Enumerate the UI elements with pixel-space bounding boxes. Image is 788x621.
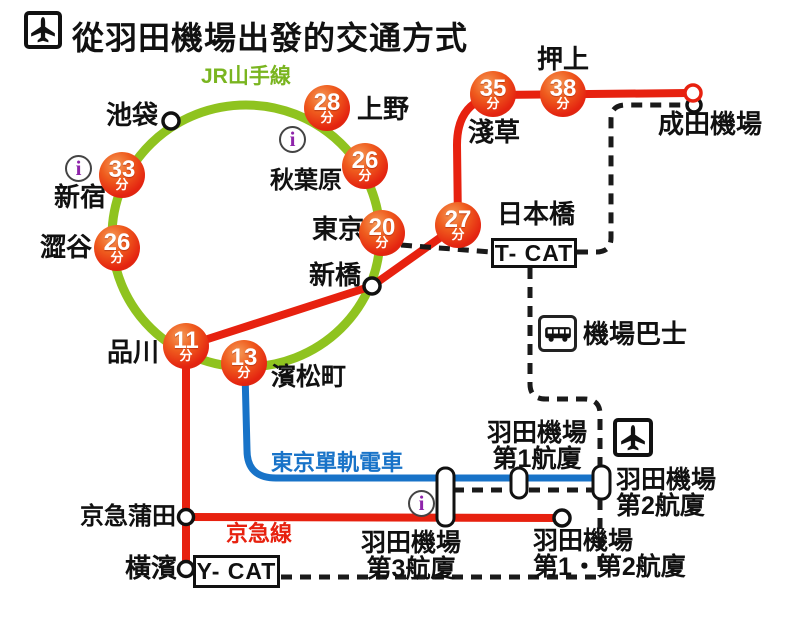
badge-min-suffix: 分 bbox=[486, 95, 500, 111]
terminal2-label: 羽田機場 第2航廈 bbox=[616, 467, 716, 519]
station-label-keikyu-kamata: 京急蒲田 bbox=[80, 503, 176, 530]
terminal2-capsule bbox=[591, 464, 612, 501]
station-label-narita: 成田機場 bbox=[658, 109, 763, 139]
monorail-line-label: 東京單軌電車 bbox=[271, 450, 404, 475]
time-badge-shinjuku: 33 分 bbox=[99, 152, 145, 198]
terminal1-2-line2: 第1・第2航廈 bbox=[533, 553, 686, 581]
badge-minutes: 20 bbox=[368, 213, 396, 241]
badge-min-suffix: 分 bbox=[320, 109, 334, 125]
airplane-icon bbox=[31, 17, 55, 43]
station-label-oshiage: 押上 bbox=[537, 44, 590, 74]
badge-minutes: 33 bbox=[108, 155, 136, 183]
monorail-line bbox=[241, 368, 605, 482]
info-icon-shinjuku: i bbox=[65, 155, 92, 182]
haneda-airplane-box bbox=[613, 418, 653, 457]
badge-min-suffix: 分 bbox=[556, 95, 570, 111]
ikebukuro-dot bbox=[161, 111, 181, 131]
terminal1-2-line1: 羽田機場 bbox=[533, 527, 634, 555]
time-badge-ueno: 28 分 bbox=[304, 85, 350, 131]
time-badge-nihombashi: 27 分 bbox=[435, 202, 481, 248]
badge-minutes: 28 bbox=[313, 88, 341, 116]
time-badge-shinagawa: 11 分 bbox=[163, 323, 209, 369]
station-label-ueno: 上野 bbox=[357, 94, 410, 124]
badge-min-suffix: 分 bbox=[451, 226, 465, 242]
airport-bus-icon-box bbox=[538, 315, 577, 352]
terminal3-label: 羽田機場 第3航廈 bbox=[321, 530, 501, 582]
badge-min-suffix: 分 bbox=[237, 364, 251, 380]
terminal3-line2: 第3航廈 bbox=[366, 555, 456, 583]
terminal-capsules bbox=[435, 464, 612, 528]
terminal1-2-label: 羽田機場 第1・第2航廈 bbox=[533, 528, 686, 580]
badge-minutes: 13 bbox=[230, 343, 258, 371]
badge-minutes: 27 bbox=[444, 205, 472, 233]
terminal3-capsule bbox=[435, 466, 456, 528]
keikyu-kamata-dot bbox=[176, 507, 196, 527]
badge-minutes: 11 bbox=[173, 326, 199, 354]
time-badge-asakusa: 35 分 bbox=[470, 71, 516, 117]
bus-route-tcat-haneda bbox=[527, 268, 603, 466]
badge-min-suffix: 分 bbox=[358, 167, 372, 183]
yamanote-line-label: JR山手線 bbox=[201, 65, 291, 88]
badge-min-suffix: 分 bbox=[110, 249, 124, 265]
station-label-hamamatsucho: 濱松町 bbox=[271, 363, 347, 391]
info-icon-akihabara: i bbox=[279, 126, 306, 153]
station-dots bbox=[161, 96, 703, 579]
ycat-box: Y- CAT bbox=[193, 555, 280, 588]
badge-min-suffix: 分 bbox=[115, 176, 129, 192]
bus-icon bbox=[544, 326, 571, 342]
shimbashi-dot bbox=[362, 276, 382, 296]
badge-minutes: 26 bbox=[103, 228, 131, 256]
info-icon-haneda: i bbox=[408, 490, 435, 517]
terminal2-line1: 羽田機場 bbox=[616, 466, 717, 494]
airport-bus-label: 機場巴士 bbox=[583, 319, 688, 349]
bus-route-tcat-narita bbox=[577, 102, 687, 255]
info-glyph: i bbox=[289, 127, 296, 151]
time-badge-tokyo: 20 分 bbox=[359, 210, 405, 256]
station-label-akihabara: 秋葉原 bbox=[270, 167, 342, 194]
station-label-asakusa: 淺草 bbox=[468, 117, 521, 147]
bus-routes bbox=[281, 102, 687, 580]
station-label-shimbashi: 新橋 bbox=[309, 260, 362, 290]
station-label-shibuya: 澀谷 bbox=[40, 232, 93, 262]
station-label-ikebukuro: 池袋 bbox=[106, 100, 159, 130]
station-label-nihombashi: 日本橋 bbox=[497, 199, 576, 229]
time-badge-hamamatsucho: 13 分 bbox=[221, 340, 267, 386]
badge-min-suffix: 分 bbox=[179, 347, 193, 363]
terminal1-line1: 羽田機場 bbox=[486, 419, 587, 447]
tcat-box: T- CAT bbox=[491, 238, 577, 268]
terminal3-line1: 羽田機場 bbox=[360, 529, 461, 557]
terminal1-line2: 第1航廈 bbox=[492, 445, 582, 473]
station-label-yokohama: 橫濱 bbox=[125, 553, 178, 583]
title-airplane-box bbox=[24, 11, 62, 49]
time-badge-akihabara: 26 分 bbox=[342, 143, 388, 189]
narita-rail-end-dot bbox=[683, 83, 703, 103]
terminal1-capsule bbox=[509, 466, 529, 500]
terminal1-label: 羽田機場 第1航廈 bbox=[447, 420, 627, 472]
keikyu-airport-line bbox=[182, 513, 564, 522]
bus-route-tokyo-tcat bbox=[400, 242, 492, 255]
time-badge-oshiage: 38 分 bbox=[540, 71, 586, 117]
station-label-shinjuku: 新宿 bbox=[54, 182, 107, 212]
badge-minutes: 26 bbox=[351, 146, 379, 174]
station-label-tokyo: 東京 bbox=[312, 214, 365, 244]
keikyu-haneda-end-dot bbox=[552, 508, 572, 528]
page-title: 從羽田機場出發的交通方式 bbox=[72, 20, 469, 56]
time-badge-shibuya: 26 分 bbox=[94, 225, 140, 271]
info-glyph: i bbox=[418, 491, 425, 515]
info-glyph: i bbox=[75, 156, 82, 180]
badge-minutes: 38 bbox=[549, 74, 577, 102]
keikyu-line-label: 京急線 bbox=[226, 521, 293, 546]
badge-minutes: 35 bbox=[479, 74, 507, 102]
yokohama-dot bbox=[176, 559, 196, 579]
terminal2-line2: 第2航廈 bbox=[616, 492, 705, 520]
badge-min-suffix: 分 bbox=[375, 234, 389, 250]
station-label-shinagawa: 品川 bbox=[107, 337, 160, 367]
airplane-icon bbox=[621, 424, 645, 450]
